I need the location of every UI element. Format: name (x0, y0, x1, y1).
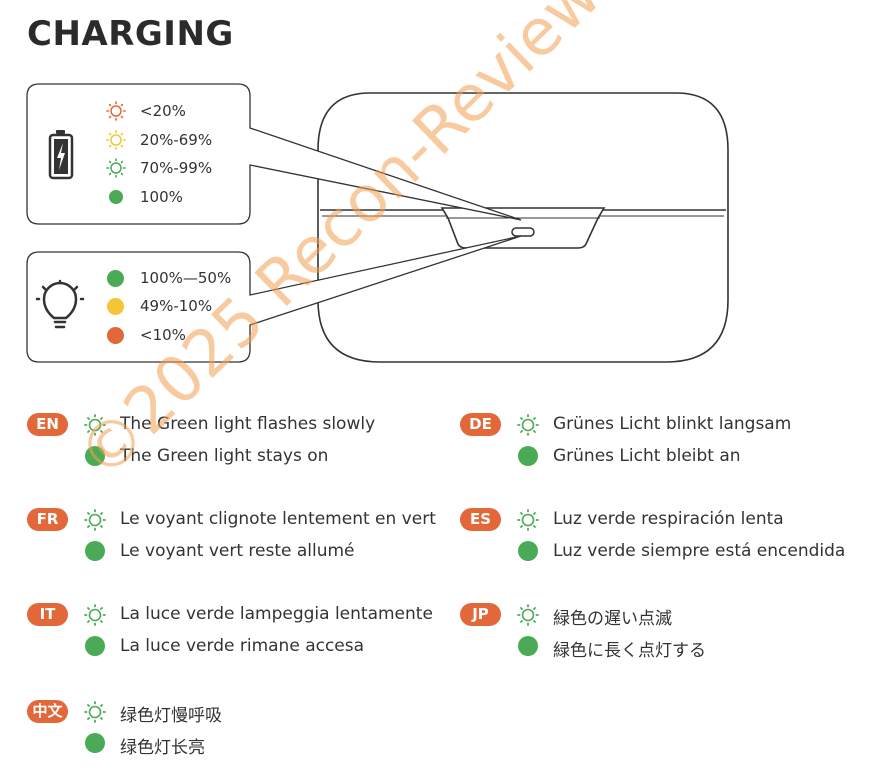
solid-instruction: Luz verde siempre está encendida (553, 541, 846, 561)
solid-green-icon (518, 446, 538, 466)
solid-green-icon (85, 636, 105, 656)
flash-green-icon (516, 413, 540, 437)
solid-green-icon (85, 541, 105, 561)
case-battery-callout (26, 83, 522, 225)
flash-instruction: Le voyant clignote lentement en vert (120, 509, 436, 529)
flash-green-icon (83, 603, 107, 627)
solid-green-icon (85, 733, 105, 753)
flash-green-icon (83, 413, 107, 437)
battery-charging-icon (48, 130, 74, 180)
flash-green-icon (516, 603, 540, 627)
case-legend-label: 70%-99% (140, 159, 213, 177)
solid-yellow-icon (107, 298, 124, 315)
earbud-legend-label: 100%—50% (140, 269, 232, 287)
solid-red-icon (107, 327, 124, 344)
language-badge: EN (27, 413, 68, 436)
solid-green-icon (85, 446, 105, 466)
flash-instruction: Luz verde respiración lenta (553, 509, 784, 529)
solid-green-icon (518, 541, 538, 561)
solid-instruction: La luce verde rimane accesa (120, 636, 365, 656)
language-badge: DE (460, 413, 501, 436)
solid-instruction: 緑色に長く点灯する (553, 641, 706, 661)
flash-green-icon (83, 508, 107, 532)
earbud-legend-label: <10% (140, 326, 186, 344)
solid-green-icon (109, 190, 123, 204)
flash-green-icon (516, 508, 540, 532)
language-badge: 中文 (27, 700, 68, 723)
earbud-battery-callout (26, 235, 522, 363)
case-illustration (26, 83, 729, 363)
solid-green-icon (107, 270, 124, 287)
solid-instruction: The Green light stays on (120, 446, 329, 466)
light-bulb-icon (35, 279, 85, 329)
language-badge: FR (27, 508, 68, 531)
solid-instruction: 绿色灯长亮 (120, 738, 205, 758)
language-badge: ES (460, 508, 501, 531)
charging-case (317, 92, 729, 363)
page-title: CHARGING (27, 14, 234, 54)
language-badge: IT (27, 603, 68, 626)
solid-instruction: Le voyant vert reste allumé (120, 541, 355, 561)
flash-instruction: The Green light flashes slowly (120, 414, 376, 434)
usb-c-port (511, 227, 535, 237)
case-legend-label: <20% (140, 102, 186, 120)
flash-green-icon (83, 700, 107, 724)
flash-instruction: La luce verde lampeggia lentamente (120, 604, 433, 624)
language-badge: JP (460, 603, 501, 626)
solid-instruction: Grünes Licht bleibt an (553, 446, 741, 466)
solid-green-icon (518, 636, 538, 656)
flash-instruction: 緑色の遅い点滅 (553, 609, 672, 629)
case-legend-label: 100% (140, 188, 183, 206)
flash-instruction: Grünes Licht blinkt langsam (553, 414, 792, 434)
case-legend-label: 20%-69% (140, 131, 213, 149)
flash-instruction: 绿色灯慢呼吸 (120, 706, 222, 726)
earbud-legend-label: 49%-10% (140, 297, 213, 315)
